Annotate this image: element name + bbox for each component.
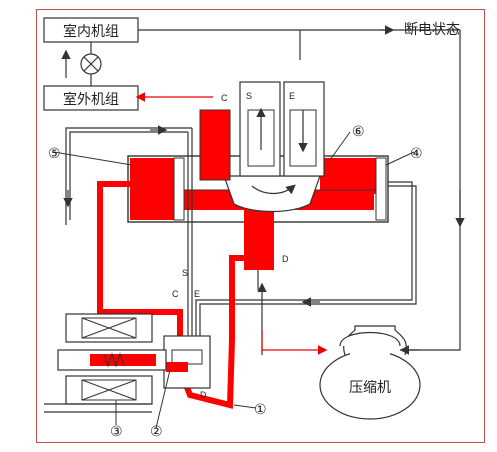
pilot-red-chamber — [166, 362, 188, 372]
pilot-s-label: S — [182, 268, 188, 278]
port-d-mid: D — [282, 254, 289, 264]
pilot-e-label: E — [194, 289, 200, 299]
port-c-top: C — [221, 93, 228, 103]
compressor-label: 压缩机 — [349, 380, 391, 396]
pilot-d-label: D — [200, 390, 207, 400]
pilot-c-label: C — [172, 289, 179, 299]
left-chamber — [130, 158, 174, 220]
indoor-unit-label: 室内机组 — [63, 23, 119, 40]
callout-5: ⑤ — [48, 146, 61, 162]
outdoor-unit-label: 室外机组 — [63, 91, 119, 108]
c-port-tube — [199, 109, 231, 181]
outdoor-unit-box — [43, 85, 139, 111]
port-e-top: E — [289, 91, 295, 101]
callout-2: ② — [150, 424, 163, 440]
d-pipe-stub — [244, 210, 274, 270]
right-chamber — [320, 158, 376, 194]
diagram-frame — [36, 9, 485, 443]
callout-1: ① — [254, 402, 267, 418]
callout-6: ⑥ — [352, 124, 365, 140]
callout-4: ④ — [410, 146, 423, 162]
port-s-top: S — [246, 91, 252, 101]
callout-3: ③ — [110, 424, 123, 440]
